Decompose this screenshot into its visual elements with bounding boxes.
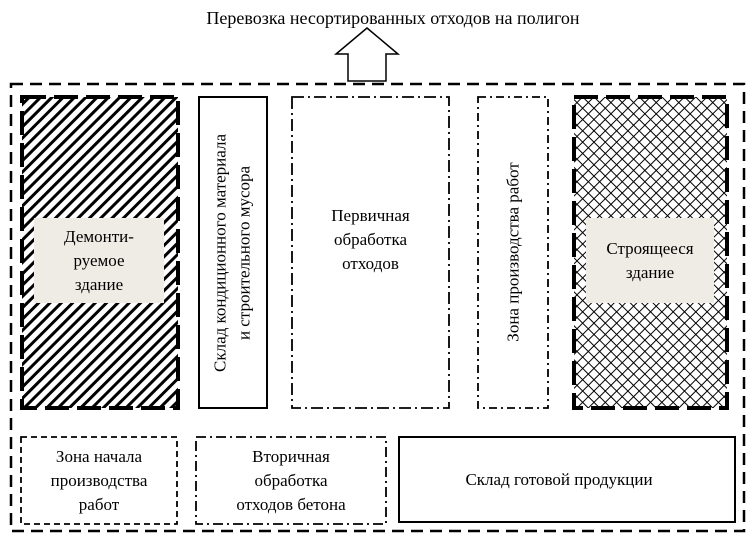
- finished-warehouse-area: [398, 436, 736, 523]
- primary-processing-area: [291, 96, 450, 409]
- start-zone-label: Зона начала производства работ: [50, 446, 148, 514]
- diagram-title: Перевозка несортированных отходов на пол…: [206, 8, 580, 28]
- up-arrow-icon: [333, 27, 401, 82]
- secondary-processing-label: Вторичная обработка отходов бетона: [236, 446, 346, 514]
- site-boundary: [9, 82, 746, 533]
- work-zone-area: [477, 96, 549, 409]
- warehouse-material-area: [198, 96, 268, 409]
- under-construction-label: Строящееся здание: [586, 218, 714, 303]
- demolished-building-label: Демонти- руемое здание: [34, 218, 164, 303]
- start-zone-area: [20, 436, 178, 525]
- warehouse-material-label: Склад кондиционного материала и строител…: [210, 134, 254, 372]
- secondary-processing-area: [195, 436, 387, 525]
- finished-warehouse-label: Склад готовой продукции: [465, 469, 653, 489]
- primary-processing-label: Первичная обработка отходов: [331, 206, 410, 273]
- work-zone-label: Зона производства работ: [503, 162, 523, 342]
